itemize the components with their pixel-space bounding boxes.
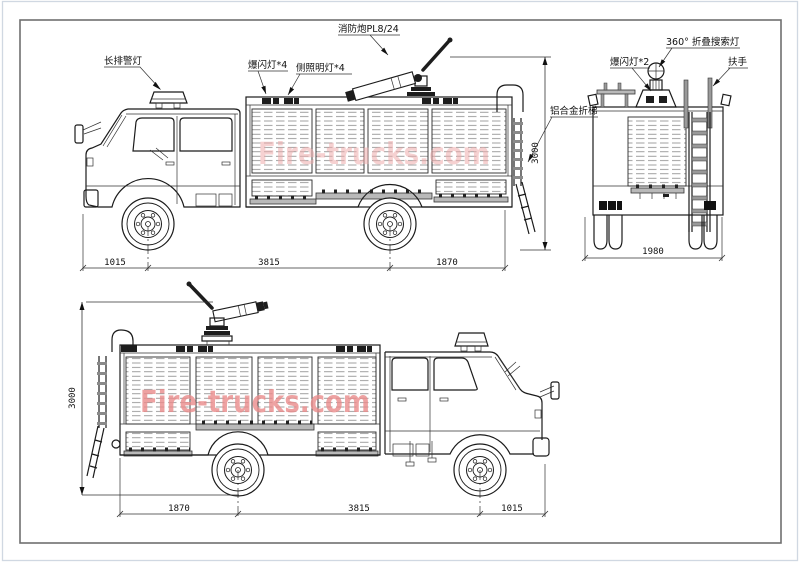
svg-text:360° 折叠搜索灯: 360° 折叠搜索灯 [666,36,740,48]
label-side-lamp-x4: 侧照明灯*4 [287,62,352,96]
fire-monitor-bottom [186,281,269,345]
side-view-right [86,281,560,497]
dim-wheelbase-top: 3815 [258,258,280,268]
strobe-lights [262,98,458,104]
svg-text:爆闪灯*4: 爆闪灯*4 [248,59,287,71]
roof-light-bar [149,91,188,109]
label-light-bar: 长排警灯 [104,55,161,90]
watermark-top: Fire-trucks.com [258,137,490,172]
svg-text:消防炮PL8/24: 消防炮PL8/24 [338,23,399,35]
strobe-lights-bottom [176,346,372,352]
dimensions: 1015 3815 1870 3000 1980 1870 3815 1015 … [68,56,726,518]
dim-rear-overhang-top: 1870 [436,258,458,268]
rear-ladder [513,118,536,235]
dim-width-rear: 1980 [642,247,664,257]
tank-body [245,84,524,208]
mirror-bottom [539,381,560,400]
label-monitor: 消防炮PL8/24 [338,23,400,56]
rear-view [587,62,732,250]
roof-light-bar-bottom [454,332,489,352]
wheel-front [121,197,175,251]
rear-handrails [587,77,732,129]
rear-light-housing [635,89,677,108]
svg-text:铝合金折梯: 铝合金折梯 [550,105,598,117]
watermark-bottom: Fire-trucks.com [140,385,370,420]
equipment-tray [249,189,509,205]
label-strobe-x2: 爆闪灯*2 [610,56,652,92]
tail-lights [599,201,716,210]
callout-labels: 长排警灯 爆闪灯*4 侧照明灯*4 消防炮PL8/24 铝合金折梯 360° 折… [104,23,748,163]
svg-text:侧照明灯*4: 侧照明灯*4 [296,62,345,74]
cab-bottom [384,332,560,467]
label-strobe-x4: 爆闪灯*4 [248,59,288,95]
rear-ladder-bottom [86,356,107,479]
dim-height-top: 3000 [531,142,541,164]
dim-rear-overhang-bottom: 1870 [168,504,190,514]
dim-wheelbase-bottom: 3815 [348,504,370,514]
svg-text:扶手: 扶手 [728,56,748,68]
dim-front-overhang-top: 1015 [104,258,126,268]
label-search-light: 360° 折叠搜索灯 [658,36,740,68]
rear-tray [630,184,685,199]
rear-access-ladder [688,112,711,232]
rear-wheels [593,215,718,250]
search-light [647,62,665,91]
fire-monitor [345,37,453,102]
svg-text:爆闪灯*2: 爆闪灯*2 [610,56,649,68]
dim-height-bottom: 3000 [68,387,78,409]
label-handrail: 扶手 [712,56,748,87]
tank-body-bottom [111,329,381,457]
wheel-rear [363,197,417,251]
cab [74,91,241,208]
equipment-tray-bottom [123,420,379,457]
dim-front-overhang-bottom: 1015 [501,504,523,514]
side-view-left [74,37,536,251]
label-folding-ladder: 铝合金折梯 [527,105,598,163]
mirror [74,121,102,144]
svg-text:长排警灯: 长排警灯 [104,55,143,67]
